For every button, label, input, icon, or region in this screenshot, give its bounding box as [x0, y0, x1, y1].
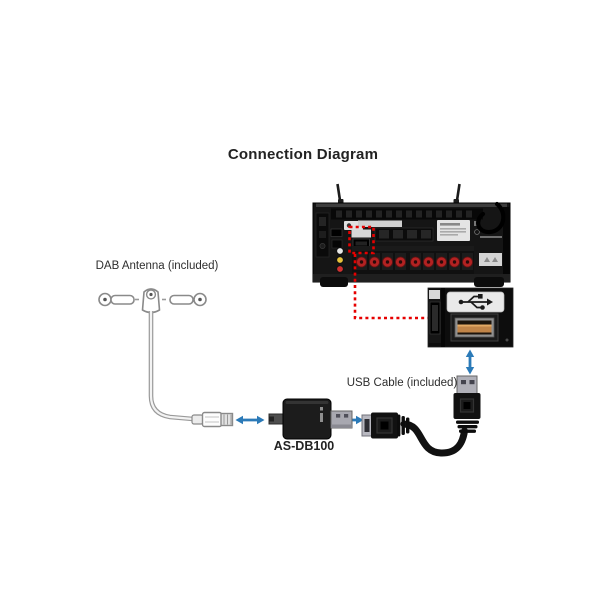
arrow-cable-to-usb-port — [465, 349, 475, 375]
receiver-foot-left — [320, 277, 348, 287]
dab-antenna-label: DAB Antenna (included) — [95, 260, 219, 272]
adapter-usb-plug — [330, 410, 353, 429]
antenna-f-connector — [191, 411, 234, 428]
usb-cable-cord — [400, 420, 468, 457]
adapter-marking — [320, 407, 323, 411]
usb-port-highlight — [348, 225, 430, 320]
usb-cable-male-connector — [453, 375, 481, 433]
spec-label — [437, 220, 470, 241]
usb-cable-image — [361, 375, 481, 457]
usb-receptacle — [450, 313, 499, 342]
page-title: Connection Diagram — [227, 146, 379, 163]
hdmi-port — [330, 228, 343, 237]
usb-cable-label: USB Cable (included) — [346, 377, 458, 389]
speaker-terminals — [352, 251, 474, 276]
dab-antenna-image — [98, 288, 234, 428]
receiver-foot-right — [474, 277, 504, 287]
usb-cable-female-connector — [361, 412, 410, 439]
usb-port-detail-image — [427, 287, 514, 348]
usb-trident-icon — [458, 294, 493, 310]
antenna-lead-wire — [148, 311, 194, 422]
as-db100-adapter-image — [268, 398, 353, 440]
adapter-label: AS-DB100 — [273, 439, 335, 453]
arrow-antenna-to-adapter — [235, 415, 265, 425]
av-receiver-rear-image — [312, 183, 511, 287]
power-cord — [476, 201, 506, 235]
